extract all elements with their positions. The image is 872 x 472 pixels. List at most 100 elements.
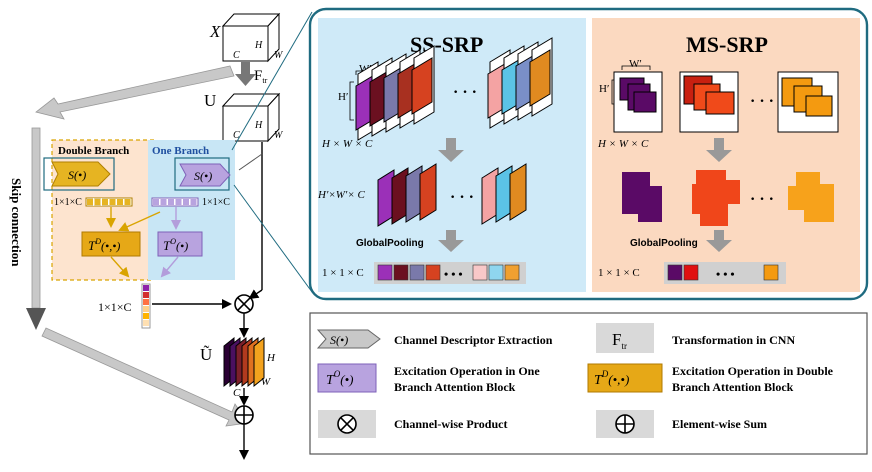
double-branch-box <box>51 139 155 281</box>
gold-vector <box>85 197 133 207</box>
lav-arrow-out <box>160 256 179 278</box>
to-op-label: TO(•) <box>163 237 188 253</box>
ms-ellipsis-mid: · · · <box>750 191 774 208</box>
lavender-vector-cells <box>151 197 199 207</box>
u-label: U <box>204 91 216 110</box>
one-s-op-label: S(•) <box>194 169 212 183</box>
legend-item-td: TD(•,•) Excitation Operation in Double B… <box>587 363 834 394</box>
legend-text-td-1: Excitation Operation in Double <box>672 364 834 378</box>
double-s-op <box>51 161 111 187</box>
x-dim-w: W <box>274 50 284 61</box>
legend: S(•) Channel Descriptor Extraction Ftr T… <box>309 312 868 455</box>
ms-vector-ellipsis: • • • <box>716 267 735 281</box>
ms-pooling: GlobalPooling <box>630 238 698 249</box>
legend-text-sum: Element-wise Sum <box>672 417 767 431</box>
zoom-line-top <box>231 11 313 151</box>
legend-text-to-1: Excitation Operation in One <box>394 364 540 378</box>
ms-region-3 <box>777 71 839 133</box>
double-s-frame <box>43 157 115 191</box>
skip-arrow-head <box>26 308 46 330</box>
ss-pooling: GlobalPooling <box>356 238 424 249</box>
ss-mid-slices-1 <box>377 163 437 227</box>
gold-cross-arrow <box>118 211 161 232</box>
ms-title: MS-SRP <box>686 32 768 57</box>
recalibrated-stack: H W C <box>223 336 276 399</box>
out-dim-h: H <box>266 352 276 364</box>
legend-item-s: S(•) Channel Descriptor Extraction <box>316 329 553 349</box>
u-dim-c: C <box>233 130 240 141</box>
ms-dims-bottom: 1 × 1 × C <box>598 267 640 279</box>
legend-symbol-to: TO(•) <box>326 369 354 388</box>
skip-arrow-bottom <box>41 327 249 427</box>
u-tilde-label: Ũ <box>200 345 212 364</box>
ss-top-slices-1 <box>355 45 435 141</box>
ms-pooled-shape-1 <box>622 172 662 222</box>
legend-symbol-td: TD(•,•) <box>594 369 629 388</box>
legend-symbol-s: S(•) <box>330 333 348 347</box>
input-cube-x: X C H W <box>209 12 284 63</box>
legend-text-product: Channel-wise Product <box>394 417 507 431</box>
ss-dims-top: H × W × C <box>321 138 373 150</box>
ss-top-slices-2 <box>487 37 553 129</box>
one-s-op <box>179 163 231 187</box>
ss-h-prime: H′ <box>338 91 348 103</box>
one-branch-title: One Branch <box>152 145 209 157</box>
ms-pooled-shape-3 <box>788 172 834 222</box>
ms-pooled-shape-2 <box>692 170 740 226</box>
ms-h-prime: H′ <box>599 83 609 95</box>
ss-mid-slices-2 <box>481 163 527 225</box>
legend-text-td-2: Branch Attention Block <box>672 380 794 394</box>
ss-vector-ellipsis: • • • <box>444 267 463 281</box>
ss-arrow-2 <box>438 230 464 252</box>
ss-dims-bottom: 1 × 1 × C <box>322 267 364 279</box>
legend-item-ftr: Ftr Transformation in CNN <box>596 323 795 353</box>
transform-label: Ftr <box>254 68 268 85</box>
legend-symbol-ftr: Ftr <box>612 330 627 351</box>
transform-arrow <box>235 62 256 86</box>
td-op <box>81 231 141 257</box>
ms-ellipsis-top: · · · <box>750 93 774 110</box>
legend-item-to: TO(•) Excitation Operation in One Branch… <box>317 363 540 394</box>
ss-ellipsis-mid: · · · <box>450 189 474 206</box>
legend-text-to-2: Branch Attention Block <box>394 380 516 394</box>
ms-arrow-1 <box>706 138 732 162</box>
out-dim-c: C <box>233 387 241 399</box>
ss-arrow-1 <box>438 138 464 162</box>
double-s-op-label: S(•) <box>68 168 86 182</box>
ss-ellipsis-top: · · · <box>453 84 477 101</box>
vec-label-right: 1×1×C <box>202 197 230 208</box>
x-dim-h: H <box>254 40 263 51</box>
ms-dims-top: H × W × C <box>597 138 649 150</box>
input-label: X <box>209 22 221 41</box>
ms-region-2 <box>679 71 739 133</box>
gold-arrow-out <box>110 256 130 278</box>
ss-dims-mid: H′×W′× C <box>317 189 366 201</box>
ms-region-1 <box>613 71 663 133</box>
to-op <box>157 231 203 257</box>
out-dim-w: W <box>261 376 271 388</box>
u-dim-w: W <box>274 130 284 141</box>
legend-item-product: Channel-wise Product <box>318 410 507 438</box>
left-diagram: X C H W Ftr U C H W Skip connection Doub… <box>9 11 313 460</box>
skip-arrow-top <box>35 65 235 120</box>
skip-connection-label: Skip connection <box>9 178 24 267</box>
x-dim-c: C <box>233 50 240 61</box>
legend-text-ftr: Transformation in CNN <box>672 333 795 347</box>
legend-item-sum: Element-wise Sum <box>596 410 767 438</box>
double-branch-title: Double Branch <box>58 145 129 157</box>
vec-label-left: 1×1×C <box>54 197 82 208</box>
gold-vector-cells <box>87 199 131 205</box>
ms-arrow-2 <box>706 230 732 252</box>
ss-srp-panel: SS-SRP W′ H′ · · · H × W × C · · · <box>317 18 586 292</box>
feature-cube-u: U C H W <box>204 91 284 143</box>
ss-pooled-vector: • • • <box>374 262 526 284</box>
u-to-product-arrow <box>248 289 263 300</box>
legend-text-s: Channel Descriptor Extraction <box>394 333 553 347</box>
one-branch-box <box>148 140 235 280</box>
zoom-line-bottom <box>233 184 313 293</box>
ms-pooled-vector: • • • <box>664 262 786 284</box>
td-op-label: TD(•,•) <box>88 237 120 253</box>
ms-srp-panel: MS-SRP W′ H′ · · · H × W × C · · · <box>592 18 860 292</box>
weight-label: 1×1×C <box>98 300 132 314</box>
